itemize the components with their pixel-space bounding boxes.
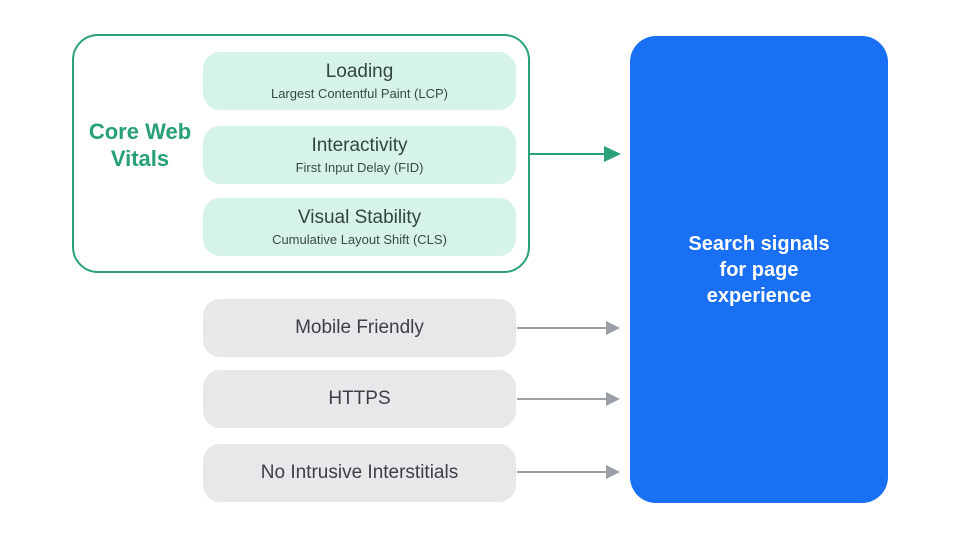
cwv-arrow-line [530,153,606,155]
pill-title: Loading [325,61,394,82]
core-web-vitals-title: Core Web Vitals [88,119,192,171]
pill-title: Visual Stability [297,207,422,228]
mobile-friendly-arrow-head-icon [606,321,620,335]
cwv-arrow-head-icon [604,146,621,162]
https-arrow-line [517,398,607,400]
interstitials-arrow-line [517,471,607,473]
pill-label: HTTPS [328,388,391,409]
pill-label: Mobile Friendly [295,317,424,338]
search-signals-label: Search signals for page experience [688,232,830,307]
search-signals-panel: Search signals for page experience [630,36,888,503]
pill-label: No Intrusive Interstitials [260,462,459,483]
mobile-friendly-arrow-line [517,327,607,329]
interstitials-arrow-head-icon [606,465,620,479]
cwv-pill-visual-stability: Visual Stability Cumulative Layout Shift… [203,198,516,256]
pill-https: HTTPS [203,370,516,428]
cwv-pill-loading: Loading Largest Contentful Paint (LCP) [203,52,516,110]
pill-title: Interactivity [311,135,408,156]
pill-subtitle: First Input Delay (FID) [295,160,424,175]
pill-mobile-friendly: Mobile Friendly [203,299,516,357]
cwv-pill-interactivity: Interactivity First Input Delay (FID) [203,126,516,184]
https-arrow-head-icon [606,392,620,406]
pill-no-intrusive-interstitials: No Intrusive Interstitials [203,444,516,502]
pill-subtitle: Cumulative Layout Shift (CLS) [272,232,447,247]
pill-subtitle: Largest Contentful Paint (LCP) [270,86,449,101]
core-web-vitals-group-outline [72,34,530,273]
